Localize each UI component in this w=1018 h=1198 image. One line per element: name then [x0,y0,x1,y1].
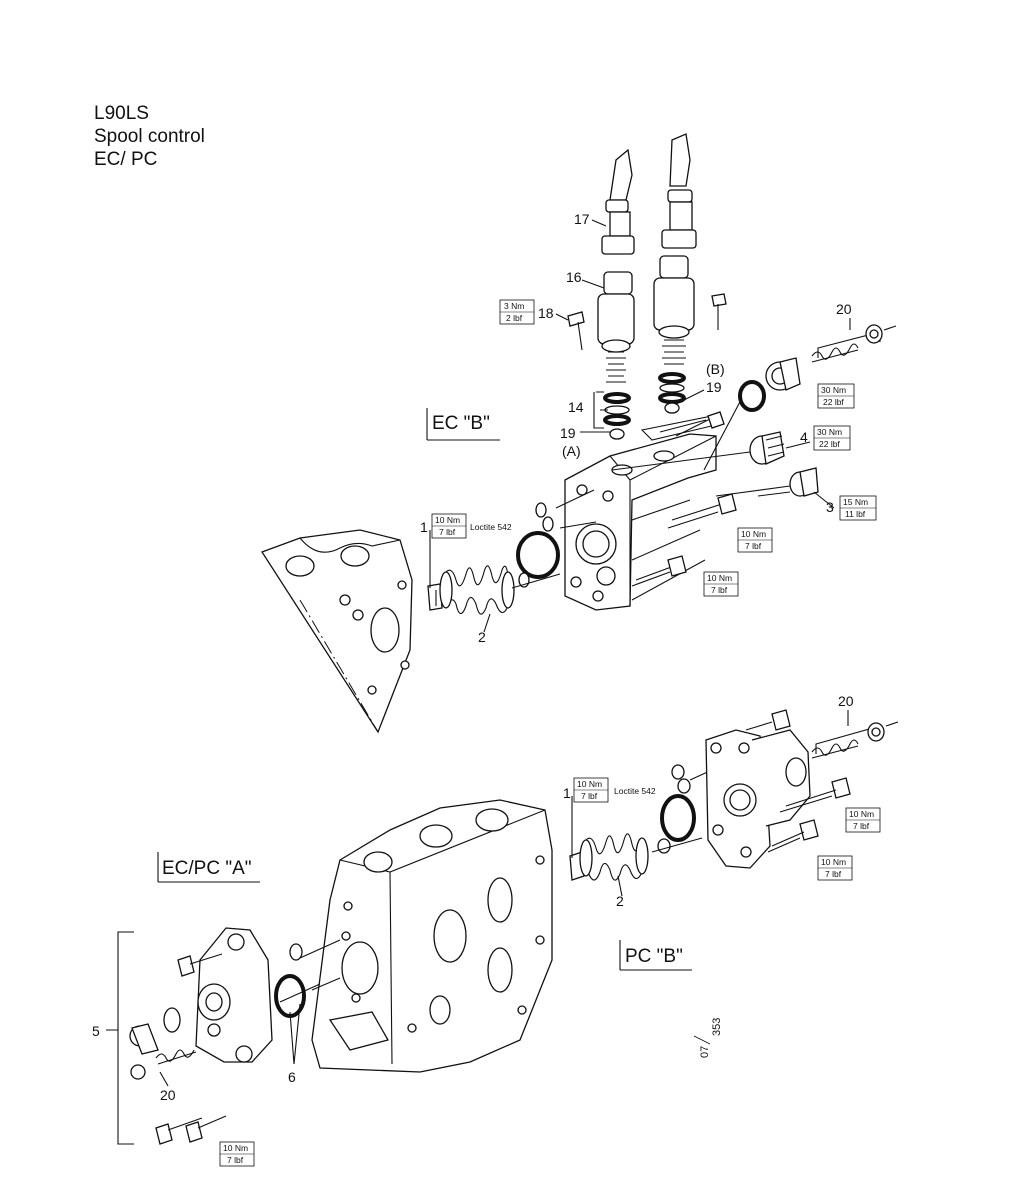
svg-text:10 Nm: 10 Nm [849,809,874,819]
torque-box-10nm-lower-c: 10 Nm 7 lbf [817,855,853,881]
callout-14: 14 [568,399,584,415]
spool-spring-upper [427,565,515,615]
callout-18: 18 [538,305,554,321]
svg-text:7 lbf: 7 lbf [711,585,728,595]
solenoid-connector-right [661,133,697,249]
valve-body-partial [261,529,413,734]
svg-text:10 Nm: 10 Nm [821,857,846,867]
seal-rings-14 [603,372,686,440]
svg-text:7 lbf: 7 lbf [745,541,762,551]
spring-kit-upper [811,324,897,363]
svg-text:10 Nm: 10 Nm [223,1143,248,1153]
bracket-5 [117,931,134,1145]
svg-text:11 lbf: 11 lbf [845,509,866,519]
torque-box-30nm-b: 30 Nm 22 lbf [813,425,851,451]
loctite-note-upper: Loctite 542 [470,522,512,532]
torque-box-10nm-lower-d: 10 Nm 7 lbf [219,1141,255,1167]
torque-box-10nm-upper-b: 10 Nm 7 lbf [737,527,773,553]
o-rings-cover-a [274,943,321,1018]
svg-text:10 Nm: 10 Nm [741,529,766,539]
callout-16: 16 [566,269,582,285]
solenoid-left [597,271,635,383]
plug-4 [611,431,785,471]
loctite-note-lower: Loctite 542 [614,786,656,796]
svg-text:10 Nm: 10 Nm [707,573,732,583]
callout-5: 5 [92,1023,100,1039]
svg-text:10 Nm: 10 Nm [577,779,602,789]
variant-title: EC/ PC [94,149,158,170]
torque-box-10nm-lower-a: 10 Nm 7 lbf [573,777,609,803]
spool-housing-upper [564,415,722,611]
adapter-fitting [703,357,801,471]
svg-text:7 lbf: 7 lbf [227,1155,244,1165]
svg-text:7 lbf: 7 lbf [825,869,842,879]
assembly-title: Spool control [94,126,205,147]
upper-leader-lines [429,219,851,633]
callout-b: (B) [706,361,725,377]
callout-4: 4 [800,429,808,445]
svg-text:10 Nm: 10 Nm [435,515,460,525]
svg-text:3 Nm: 3 Nm [504,301,524,311]
callout-3: 3 [826,499,834,515]
callout-1-lower: 1 [563,785,571,801]
solenoid-connector-left [601,148,635,255]
torque-box-3nm: 3 Nm 2 lbf [499,299,535,325]
solenoid-screws [567,293,727,351]
svg-text:7 lbf: 7 lbf [439,527,456,537]
end-cover-b [705,729,811,869]
callout-20-upper: 20 [836,301,852,317]
section-label-pc-b-text: PC "B" [625,946,683,967]
section-label-ec-b-text: EC "B" [432,413,490,434]
svg-text:2 lbf: 2 lbf [506,313,523,323]
callout-6: 6 [288,1069,296,1085]
svg-text:7 lbf: 7 lbf [581,791,598,801]
svg-text:22 lbf: 22 lbf [819,439,840,449]
callout-20-lower-left: 20 [160,1087,176,1103]
torque-box-30nm-a: 30 Nm 22 lbf [817,383,855,409]
svg-text:7 lbf: 7 lbf [853,821,870,831]
torque-box-10nm-lower-b: 10 Nm 7 lbf [845,807,881,833]
callout-2-lower: 2 [616,893,624,909]
upper-assembly: EC "B" [261,133,897,734]
end-cover-a [195,927,273,1063]
spool-spring-lower [569,833,649,881]
document-code: 07 353 [693,1018,723,1058]
callout-19-b: 19 [706,379,722,395]
plug-3 [715,467,819,497]
callout-a: (A) [562,443,581,459]
section-label-ec-b: EC "B" [426,408,500,441]
svg-text:15 Nm: 15 Nm [843,497,868,507]
model-title: L90LS [94,103,149,124]
o-rings-lower-right [651,764,713,854]
solenoid-right [653,255,695,365]
callout-17: 17 [574,211,590,227]
housing-screws-lower [745,709,851,853]
torque-box-10nm-upper-a: 10 Nm 7 lbf [431,513,467,539]
svg-text:22 lbf: 22 lbf [823,397,844,407]
o-rings-upper [511,489,597,589]
lower-assembly: EC/PC "A" PC "B" [92,693,899,1167]
valve-body-main [299,799,553,1073]
section-label-ecpc-a-text: EC/PC "A" [162,858,252,879]
svg-text:30 Nm: 30 Nm [821,385,846,395]
svg-text:30 Nm: 30 Nm [817,427,842,437]
torque-box-15nm: 15 Nm 11 lbf [839,495,877,521]
diagram-title-block: L90LS Spool control EC/ PC [94,102,205,171]
callout-1-upper: 1 [420,519,428,535]
section-label-pc-b: PC "B" [619,940,692,971]
spring-kit-lower-right [811,721,899,759]
callout-19-a: 19 [560,425,576,441]
svg-text:353: 353 [711,1018,723,1036]
callout-2-upper: 2 [478,629,486,645]
callout-20-lower-right: 20 [838,693,854,709]
svg-text:07: 07 [699,1046,711,1058]
section-label-ecpc-a: EC/PC "A" [157,852,260,883]
spring-kit-lower-left [129,953,227,1145]
lower-leader-lines [106,710,849,1087]
torque-box-10nm-upper-c: 10 Nm 7 lbf [703,571,739,597]
housing-screws-upper [631,411,737,587]
